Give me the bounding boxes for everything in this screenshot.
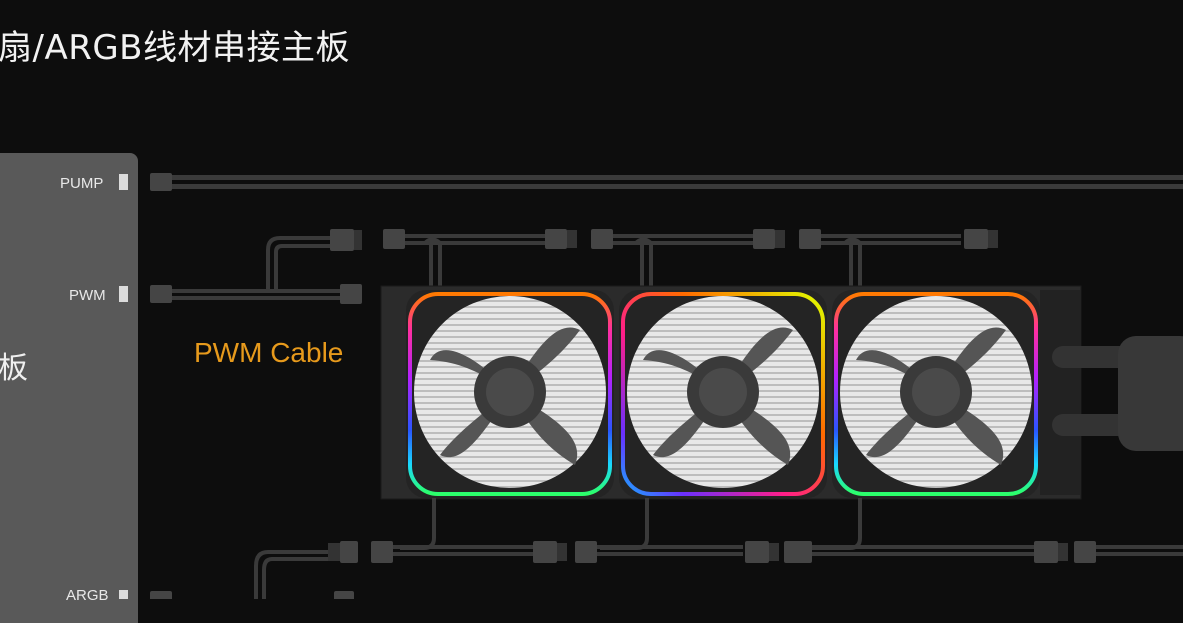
- wiring-diagram: [119, 173, 1183, 599]
- diagram-title: 扇/ARGB线材串接主板: [0, 28, 351, 68]
- motherboard-label: 板: [0, 351, 28, 386]
- fan-3: [832, 290, 1040, 498]
- radiator-end-tank: [1040, 290, 1080, 495]
- pump-cable: [119, 173, 1183, 191]
- fan-header-chain-top: [383, 229, 998, 290]
- argb-cable-chain: [119, 498, 1183, 599]
- pwm-port-label: PWM: [69, 287, 106, 304]
- fan-2: [619, 290, 827, 498]
- pump-head: [1052, 336, 1183, 451]
- pwm-cable-label: PWM Cable: [194, 337, 344, 368]
- fan-1: [406, 290, 614, 498]
- pump-port-label: PUMP: [60, 175, 104, 192]
- motherboard: [0, 153, 138, 623]
- pwm-cable: [119, 229, 362, 304]
